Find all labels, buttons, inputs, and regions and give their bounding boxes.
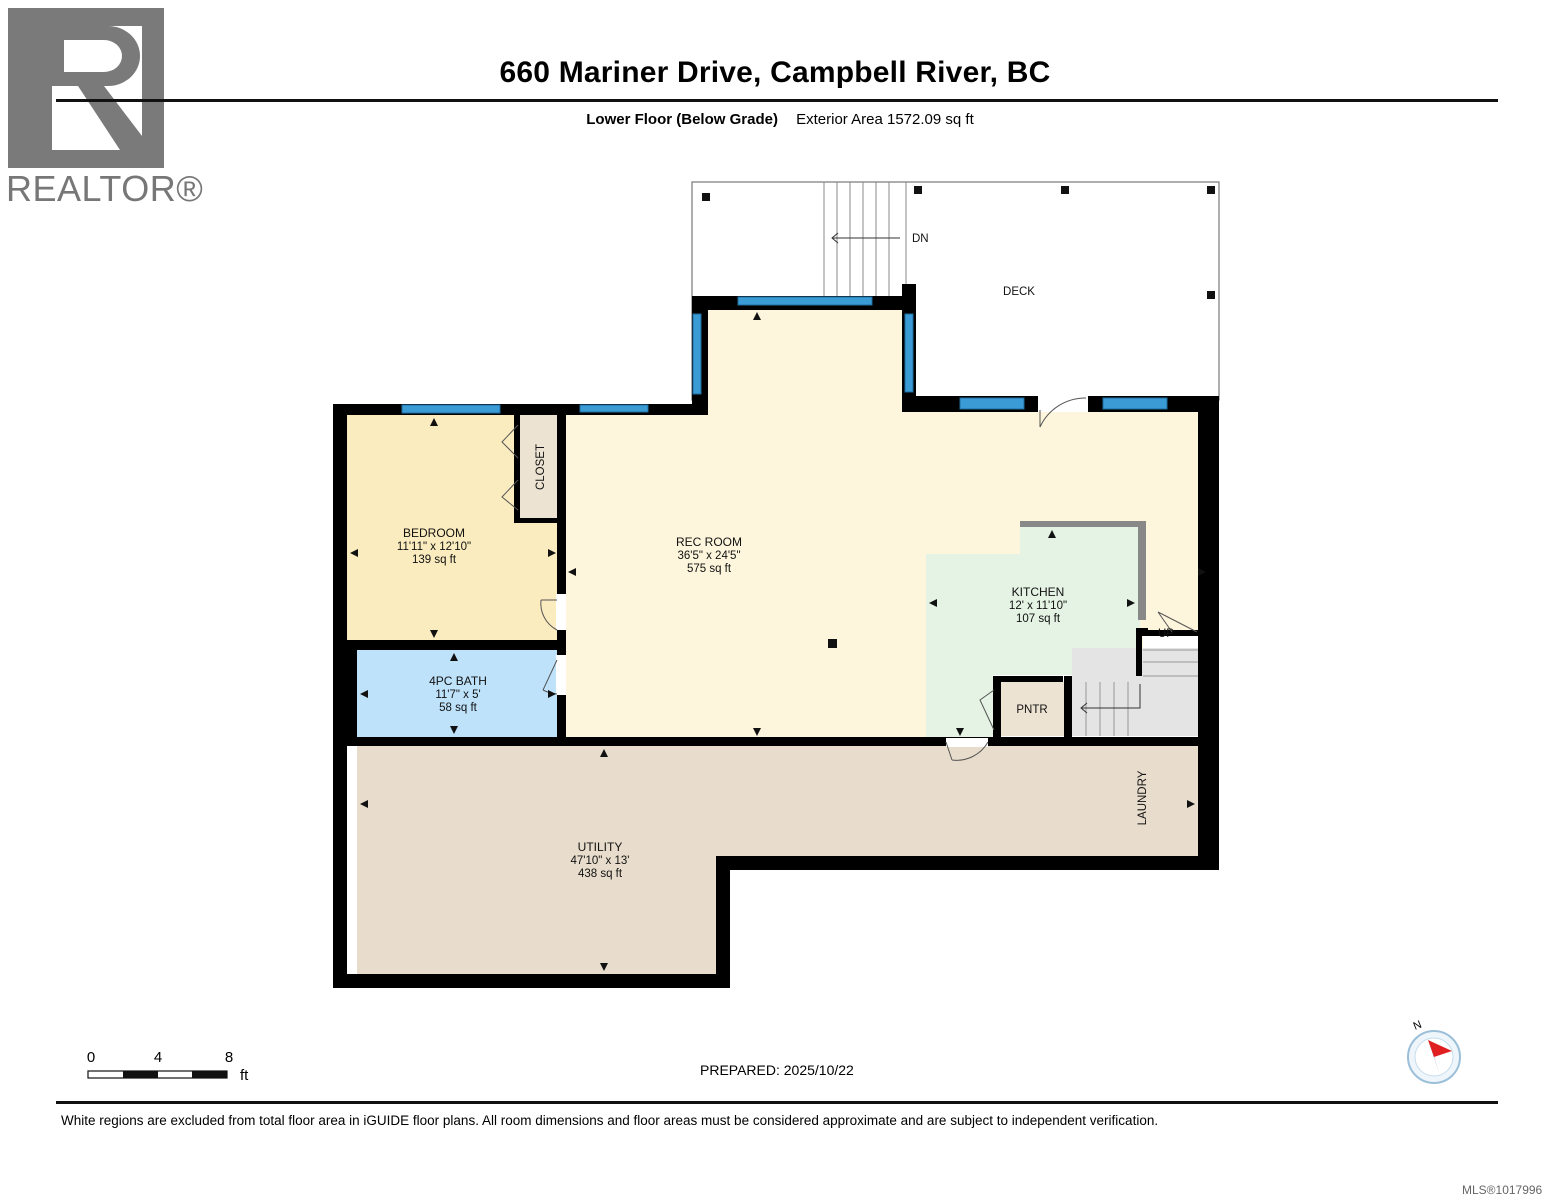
- compass-label: N: [1412, 1019, 1424, 1033]
- kitchen-name: KITCHEN: [1012, 585, 1065, 599]
- deck-posts: [702, 186, 1215, 299]
- utility-area-text: 438 sq ft: [578, 868, 623, 880]
- laundry-label: LAUNDRY: [1137, 770, 1149, 825]
- scale-label-4: 4: [154, 1049, 162, 1066]
- rec-room-name: REC ROOM: [676, 535, 742, 549]
- bedroom-name: BEDROOM: [403, 526, 465, 540]
- floor-summary: Lower Floor (Below Grade) Exterior Area …: [380, 111, 1180, 128]
- rec-room-area-text: 575 sq ft: [687, 563, 732, 575]
- utility-area: [357, 746, 1198, 974]
- stairs-down-arrow-icon: [831, 232, 900, 244]
- scale-unit: ft: [240, 1067, 249, 1084]
- bath-area-text: 58 sq ft: [439, 702, 478, 714]
- kitchen-dims: 12' x 11'10": [1009, 600, 1067, 612]
- doors: [501, 396, 1198, 761]
- exterior-area: Exterior Area 1572.09 sq ft: [796, 111, 974, 128]
- page-title: 660 Mariner Drive, Campbell River, BC: [499, 56, 1051, 89]
- interior-stairs: [1085, 649, 1206, 736]
- bedroom-label: BEDROOM 11'11" x 12'10" 139 sq ft: [397, 526, 471, 566]
- bath-label: 4PC BATH 11'7" x 5' 58 sq ft: [429, 674, 487, 714]
- utility-label: UTILITY 47'10" x 13' 438 sq ft: [571, 840, 630, 880]
- utility-dims: 47'10" x 13': [571, 855, 630, 867]
- rec-room-label: REC ROOM 36'5" x 24'5" 575 sq ft: [676, 535, 742, 575]
- scale-bar: 0 4 8 ft: [87, 1049, 249, 1084]
- bath-dims: 11'7" x 5': [435, 689, 480, 701]
- compass-north-icon: N: [1407, 1019, 1461, 1084]
- bedroom-area-text: 139 sq ft: [412, 554, 457, 566]
- realtor-logo: [8, 8, 164, 168]
- closet-label: CLOSET: [535, 444, 547, 490]
- closet-area: [519, 414, 557, 521]
- scale-label-0: 0: [87, 1049, 95, 1066]
- pantry-area: [1000, 682, 1064, 736]
- exterior-stairs: [823, 182, 907, 296]
- stairs-up-arrow-icon: [1080, 684, 1141, 714]
- rec-room-dims: 36'5" x 24'5": [677, 550, 740, 562]
- dimension-arrows: [350, 312, 1206, 971]
- bath-name: 4PC BATH: [429, 674, 487, 688]
- stairs-down-label: DN: [912, 233, 929, 245]
- pantry-label: PNTR: [1016, 704, 1047, 716]
- realtor-r-logo-icon: [8, 8, 164, 168]
- deck-label: DECK: [1003, 286, 1035, 298]
- utility-name: UTILITY: [578, 840, 623, 854]
- prepared-date: PREPARED: 2025/10/22: [700, 1062, 854, 1078]
- kitchen-area-text: 107 sq ft: [1016, 613, 1061, 625]
- support-column: [828, 639, 837, 648]
- footer-divider: [56, 1101, 1498, 1104]
- kitchen-label: KITCHEN 12' x 11'10" 107 sq ft: [1009, 585, 1067, 625]
- mls-number: MLS®1017996: [1462, 1183, 1543, 1197]
- bath-area: [357, 650, 559, 738]
- windows: [401, 296, 1168, 414]
- kitchen-area: [926, 527, 1140, 740]
- floor-label: Lower Floor (Below Grade): [586, 111, 778, 128]
- header-divider: [56, 99, 1498, 102]
- realtor-wordmark: REALTOR®: [6, 168, 204, 209]
- bedroom-dims: 11'11" x 12'10": [397, 541, 471, 553]
- stairs-up-label: UP: [1158, 628, 1174, 640]
- disclaimer-text: White regions are excluded from total fl…: [61, 1113, 1159, 1128]
- scale-label-8: 8: [225, 1049, 233, 1066]
